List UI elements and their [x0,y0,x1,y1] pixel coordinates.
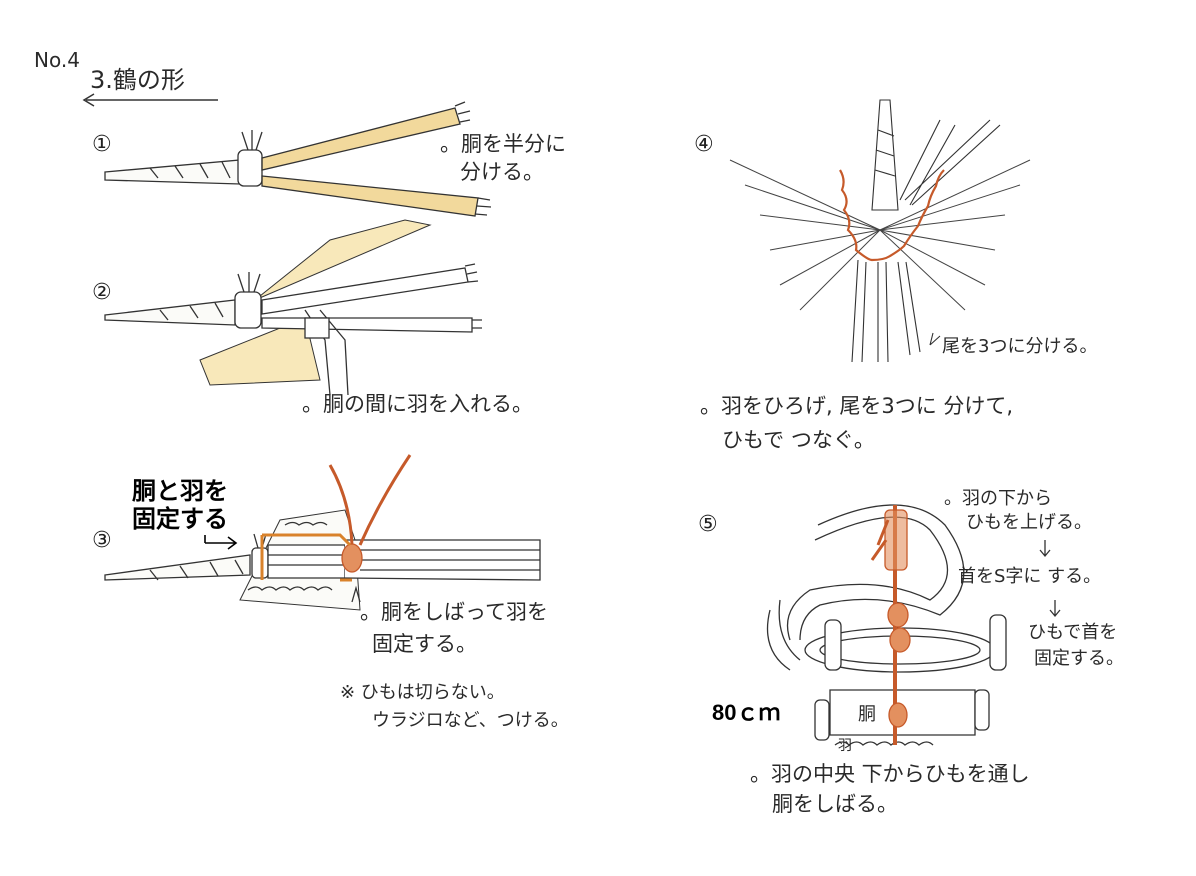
step2-illustration [104,219,482,396]
step4-note-line2: ひもで つなぐ。 [722,428,875,452]
step3-illustration [104,454,541,611]
step5-footer-line1: 。羽の中央 下からひもを通し [750,762,1030,786]
step3-remark-line2: ウラジロなど、つける。 [372,710,569,731]
step5-note1-line2: ひもを上げる。 [966,512,1092,533]
step5-size-label: 80ｃｍ [712,700,781,725]
step4-label: 尾を3つに分ける。 [942,336,1098,357]
step5-tag-hane: 羽 [838,738,852,754]
step5-tag-dou: 胴 [858,704,876,725]
step1-note-line2: 分ける。 [460,160,544,184]
step3-note-line1: 。胴をしばって羽を [360,600,548,624]
step5-note3-line2: 固定する。 [1034,648,1124,669]
step3-note-line2: 固定する。 [372,632,477,656]
page-title: 3.鶴の形 [90,66,185,94]
step3-callout-line1: 胴と羽を [132,478,228,505]
step1-note-line1: 。胴を半分に [440,132,566,156]
step3-remark-line1: ※ ひもは切らない。 [340,682,505,703]
step5-note3-line1: ひもで首を [1028,622,1118,643]
step5-number: ⑤ [698,512,718,537]
step1-illustration [104,101,492,217]
step2-note: 。胴の間に羽を入れる。 [302,392,533,416]
step2-number: ② [92,280,112,305]
step4-number: ④ [694,132,714,157]
step4-note-line1: 。羽をひろげ, 尾を3つに 分けて, [700,394,1014,418]
step5-illustration [766,504,1061,746]
step4-illustration [729,99,1031,363]
page-number: No.4 [34,48,80,72]
step3-number: ③ [92,528,112,553]
step5-note1-line1: 。羽の下から [944,488,1052,509]
step1-number: ① [92,132,112,157]
step3-callout-line2: 固定する [132,506,228,533]
step5-footer-line2: 胴をしばる。 [772,792,898,816]
step5-note2: 首をS字に する。 [958,566,1102,587]
